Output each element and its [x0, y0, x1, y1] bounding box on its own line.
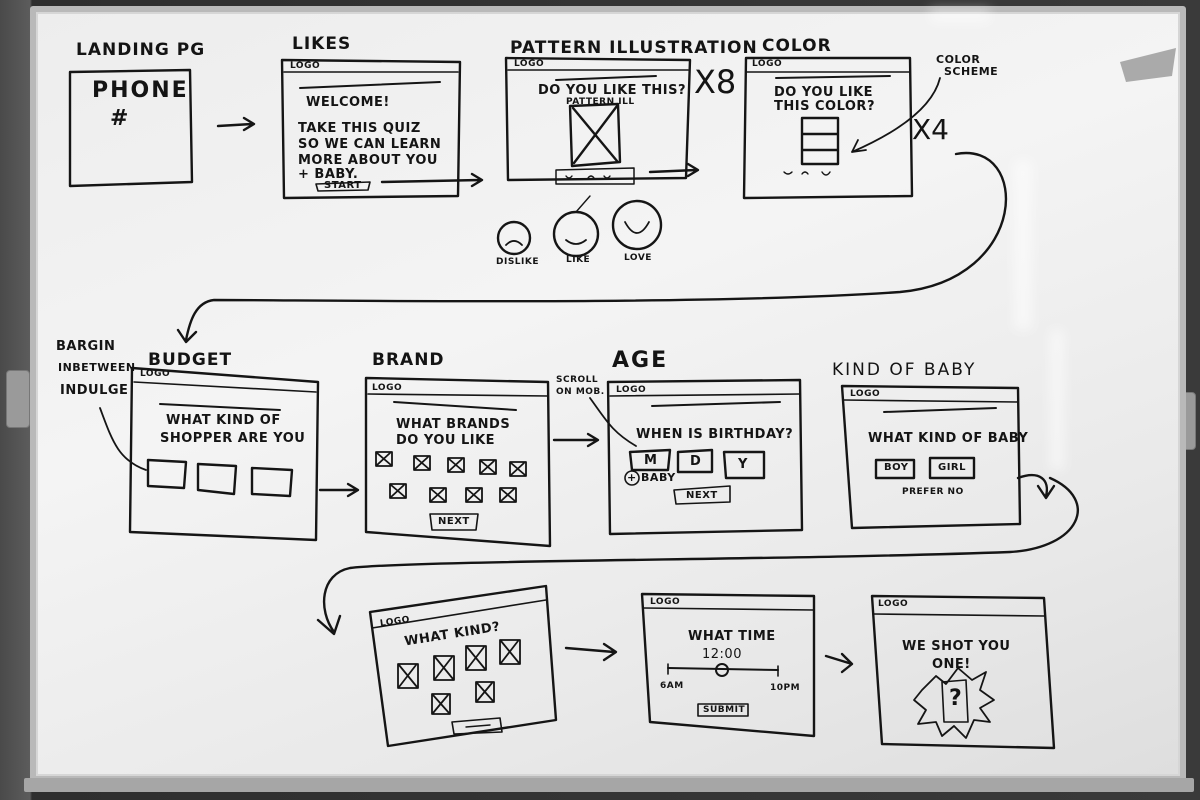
kind-of-baby-option-prefer-no[interactable]: PREFER NO — [902, 487, 964, 497]
budget-logo: LOGO — [140, 369, 171, 379]
result-mystery-icon: ? — [949, 686, 962, 711]
color-screen-frame — [742, 56, 941, 200]
age-field-year[interactable]: Y — [738, 457, 748, 472]
light-glare-2 — [1050, 330, 1064, 470]
age-screen-frame — [589, 378, 804, 536]
brand-title: BRAND — [372, 350, 445, 370]
color-multiplier: X4 — [912, 113, 949, 146]
brand-question-line-1: WHAT BRANDS — [396, 417, 511, 432]
result-logo: LOGO — [878, 599, 909, 609]
pattern-logo: LOGO — [514, 59, 545, 69]
landing-title: LANDING PG — [76, 40, 206, 60]
budget-annotation-line-1: BARGIN — [56, 339, 116, 354]
arrow-landing-to-likes — [216, 116, 256, 132]
likes-title: LIKES — [292, 34, 352, 54]
color-annotation-line-2: SCHEME — [944, 65, 999, 78]
what-time-submit-button[interactable]: SUBMIT — [703, 705, 746, 715]
age-question: WHEN IS BIRTHDAY? — [636, 427, 794, 442]
board-stain — [1120, 48, 1176, 82]
board-clip-left — [6, 370, 30, 428]
color-question-line-1: DO YOU LIKE — [774, 85, 874, 100]
kind-of-baby-logo: LOGO — [850, 389, 881, 399]
light-glare-1 — [1014, 160, 1032, 330]
landing-phone-label: PHONE — [92, 78, 189, 103]
color-logo: LOGO — [752, 59, 783, 69]
what-time-value: 12:00 — [702, 647, 742, 662]
likes-screen-frame — [280, 58, 484, 200]
likes-text-line-1: TAKE THIS QUIZ — [298, 121, 421, 136]
budget-screen-frame — [99, 366, 360, 542]
connector-row1-to-row2 — [176, 151, 1008, 344]
what-kind-screen-frame — [368, 584, 618, 748]
likes-text-line-4: + BABY. — [298, 167, 359, 182]
age-annotation-line-2: ON MOB. — [556, 387, 605, 397]
budget-annotation-line-3: INDULGE — [60, 383, 129, 398]
kind-of-baby-option-girl[interactable]: GIRL — [938, 462, 967, 473]
color-title: COLOR — [762, 36, 832, 56]
result-screen-frame — [870, 594, 1056, 750]
connector-row2-to-row3 — [316, 476, 1079, 636]
budget-question-line-1: WHAT KIND OF — [166, 413, 281, 428]
reaction-like-label: LIKE — [566, 255, 591, 265]
pattern-question: DO YOU LIKE THIS? — [538, 83, 687, 98]
pattern-title: PATTERN ILLUSTRATION — [510, 38, 758, 58]
likes-logo: LOGO — [290, 61, 321, 71]
landing-phone-hash: # — [110, 106, 131, 131]
age-add-baby[interactable]: + BABY — [627, 471, 676, 484]
kind-of-baby-screen-frame — [840, 384, 1056, 530]
kind-of-baby-title: KIND OF BABY — [832, 360, 977, 380]
age-annotation-line-1: SCROLL — [556, 375, 599, 385]
what-time-question: WHAT TIME — [688, 629, 776, 644]
light-glare-3 — [930, 10, 990, 22]
brand-next-button[interactable]: NEXT — [438, 516, 470, 527]
budget-annotation-line-2: INBETWEEN — [58, 361, 136, 374]
age-field-month[interactable]: M — [644, 453, 658, 468]
age-logo: LOGO — [616, 385, 647, 395]
result-message-line-1: WE SHOT YOU — [902, 639, 1011, 654]
marker-tray — [24, 778, 1194, 792]
brand-screen-frame — [364, 376, 600, 548]
likes-welcome: WELCOME! — [306, 95, 390, 110]
budget-question-line-2: SHOPPER ARE YOU — [160, 431, 306, 446]
pattern-multiplier: X8 — [694, 63, 737, 101]
what-time-screen-frame — [640, 592, 854, 738]
color-question-line-2: THIS COLOR? — [774, 99, 875, 114]
age-title: AGE — [612, 348, 669, 373]
likes-text-line-3: MORE ABOUT YOU — [298, 153, 438, 168]
what-time-range-max: 10PM — [770, 683, 801, 693]
pattern-image-label: PATTERN ILL — [566, 97, 635, 107]
kind-of-baby-question: WHAT KIND OF BABY — [868, 431, 1029, 446]
what-time-range-min: 6AM — [660, 681, 684, 691]
budget-title: BUDGET — [148, 350, 233, 370]
result-message-line-2: ONE! — [932, 657, 971, 672]
pattern-screen-frame — [496, 56, 700, 258]
kind-of-baby-option-boy[interactable]: BOY — [884, 462, 909, 473]
color-annotation-line-1: COLOR — [936, 53, 981, 66]
reaction-love-label: LOVE — [624, 253, 652, 263]
what-time-logo: LOGO — [650, 597, 681, 607]
landing-screen-frame — [68, 68, 194, 188]
age-field-day[interactable]: D — [690, 454, 702, 469]
brand-logo: LOGO — [372, 383, 403, 393]
reaction-dislike-label: DISLIKE — [496, 257, 540, 267]
brand-question-line-2: DO YOU LIKE — [396, 433, 496, 448]
likes-start-button[interactable]: START — [324, 180, 362, 191]
age-next-button[interactable]: NEXT — [686, 490, 718, 501]
likes-text-line-2: SO WE CAN LEARN — [298, 137, 442, 152]
